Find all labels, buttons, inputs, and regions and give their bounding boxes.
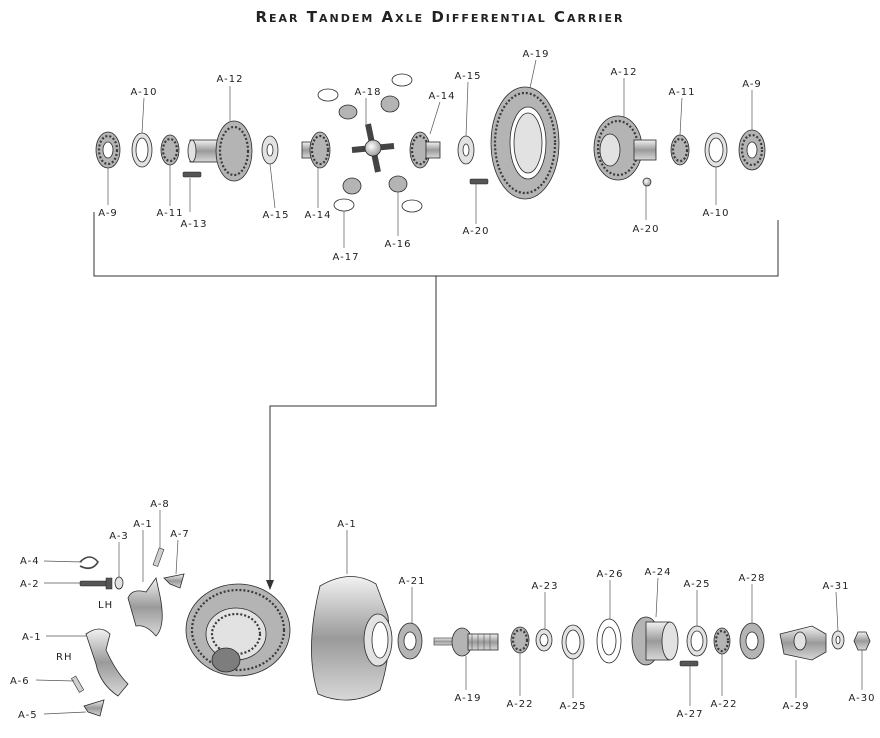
part-a25-cup-right [686, 625, 708, 657]
label-a13: A-13 [181, 219, 208, 230]
label-a5: A-5 [18, 710, 38, 721]
label-a21: A-21 [399, 576, 426, 587]
part-a11-cone-left [160, 134, 180, 166]
label-a15-bottom: A-15 [263, 210, 290, 221]
leader-lines [35, 59, 863, 715]
label-a7: A-7 [170, 529, 190, 540]
part-labels: A-9 A-10 A-11 A-13 A-12 A-15 A-14 A-17 A… [10, 49, 876, 721]
label-a11-bottom: A-11 [157, 208, 184, 219]
part-a10-cup-left [131, 132, 153, 168]
part-a19-pinion-shaft [433, 627, 499, 657]
label-a8: A-8 [150, 499, 170, 510]
label-a10-top: A-10 [131, 87, 158, 98]
part-a20-nut-right [642, 177, 652, 187]
part-a29-yoke [779, 625, 827, 661]
part-a25-cup-left [561, 624, 585, 660]
part-a17-pinion-gears [317, 88, 362, 212]
diagram-title: Rear Tandem Axle Differential Carrier [255, 8, 625, 26]
part-a8-cotter [152, 547, 165, 567]
part-a3-washer [114, 576, 124, 590]
part-a26-shim [596, 618, 622, 664]
part-a13-bolt [182, 171, 202, 178]
part-a27-bolt [679, 660, 699, 667]
label-a15-top: A-15 [455, 71, 482, 82]
part-a11-cone-right [670, 134, 690, 166]
label-a1-lower: A-1 [22, 632, 42, 643]
label-a1-case: A-1 [337, 519, 357, 530]
label-a26: A-26 [597, 569, 624, 580]
label-a16: A-16 [385, 239, 412, 250]
part-a24-pinion-cage [631, 616, 679, 666]
label-a31: A-31 [823, 581, 850, 592]
part-a21-bearing [397, 622, 423, 660]
part-a15-washer-left [261, 135, 279, 165]
label-a17: A-17 [333, 252, 360, 263]
label-a30: A-30 [849, 693, 876, 704]
part-a1-bearing-cap-rh [85, 628, 129, 697]
part-a22-cone-left [510, 626, 530, 654]
label-a25-bottom: A-25 [560, 701, 587, 712]
part-a1-bearing-cap-lh [127, 577, 163, 637]
part-a31-washer [831, 630, 845, 650]
label-a1-upper: A-1 [133, 519, 153, 530]
part-a18-spider [351, 123, 395, 173]
label-a11-right: A-11 [669, 87, 696, 98]
label-a23: A-23 [532, 581, 559, 592]
label-a22-right: A-22 [711, 699, 738, 710]
label-a2: A-2 [20, 579, 40, 590]
label-a19-top: A-19 [523, 49, 550, 60]
label-a25-top: A-25 [684, 579, 711, 590]
label-a14-bottom: A-14 [305, 210, 332, 221]
part-a23-spacer [535, 628, 553, 652]
part-a28-seal [739, 622, 765, 660]
label-a4: A-4 [20, 556, 40, 567]
part-a4-pin [79, 556, 99, 570]
part-a19-ring-gear [490, 86, 560, 200]
part-a9-bearing-left [95, 131, 121, 169]
part-differential-assembly [185, 583, 291, 677]
label-a12-top: A-12 [217, 74, 244, 85]
label-a28: A-28 [739, 573, 766, 584]
label-a19-bottom: A-19 [455, 693, 482, 704]
part-a14-side-gear-left [301, 131, 331, 169]
part-a7-lock [163, 573, 185, 589]
label-lh: LH [98, 600, 113, 611]
part-a12-case-half-right [593, 115, 657, 181]
part-a15-washer-right [457, 135, 475, 165]
part-a5-lock [83, 699, 105, 717]
part-a30-nut [853, 631, 871, 651]
label-a6: A-6 [10, 676, 30, 687]
part-a9-bearing-right [738, 129, 766, 171]
part-a1-carrier-housing [311, 576, 393, 701]
part-a20-bolt-left [469, 178, 489, 185]
label-rh: RH [56, 652, 72, 663]
label-a3: A-3 [109, 531, 129, 542]
label-a20-right: A-20 [633, 224, 660, 235]
label-a20-left: A-20 [463, 226, 490, 237]
label-a12-right: A-12 [611, 67, 638, 78]
part-a6-cotter [70, 675, 85, 693]
label-a9-right: A-9 [742, 79, 762, 90]
label-a10-bottom: A-10 [703, 208, 730, 219]
label-a22-left: A-22 [507, 699, 534, 710]
label-a24: A-24 [645, 567, 672, 578]
part-a10-cup-right [704, 132, 728, 168]
part-a2-bolt [79, 577, 113, 590]
label-a18: A-18 [355, 87, 382, 98]
part-a16-pinion-gears [380, 73, 423, 213]
label-a9-bottom: A-9 [98, 208, 118, 219]
part-a12-case-half-left [187, 120, 253, 182]
part-a14-side-gear-right [409, 131, 441, 169]
assembly-connector-line [93, 212, 779, 590]
label-a14-top: A-14 [429, 91, 456, 102]
part-a22-cone-right [713, 627, 731, 655]
label-a29: A-29 [783, 701, 810, 712]
label-a27: A-27 [677, 709, 704, 720]
